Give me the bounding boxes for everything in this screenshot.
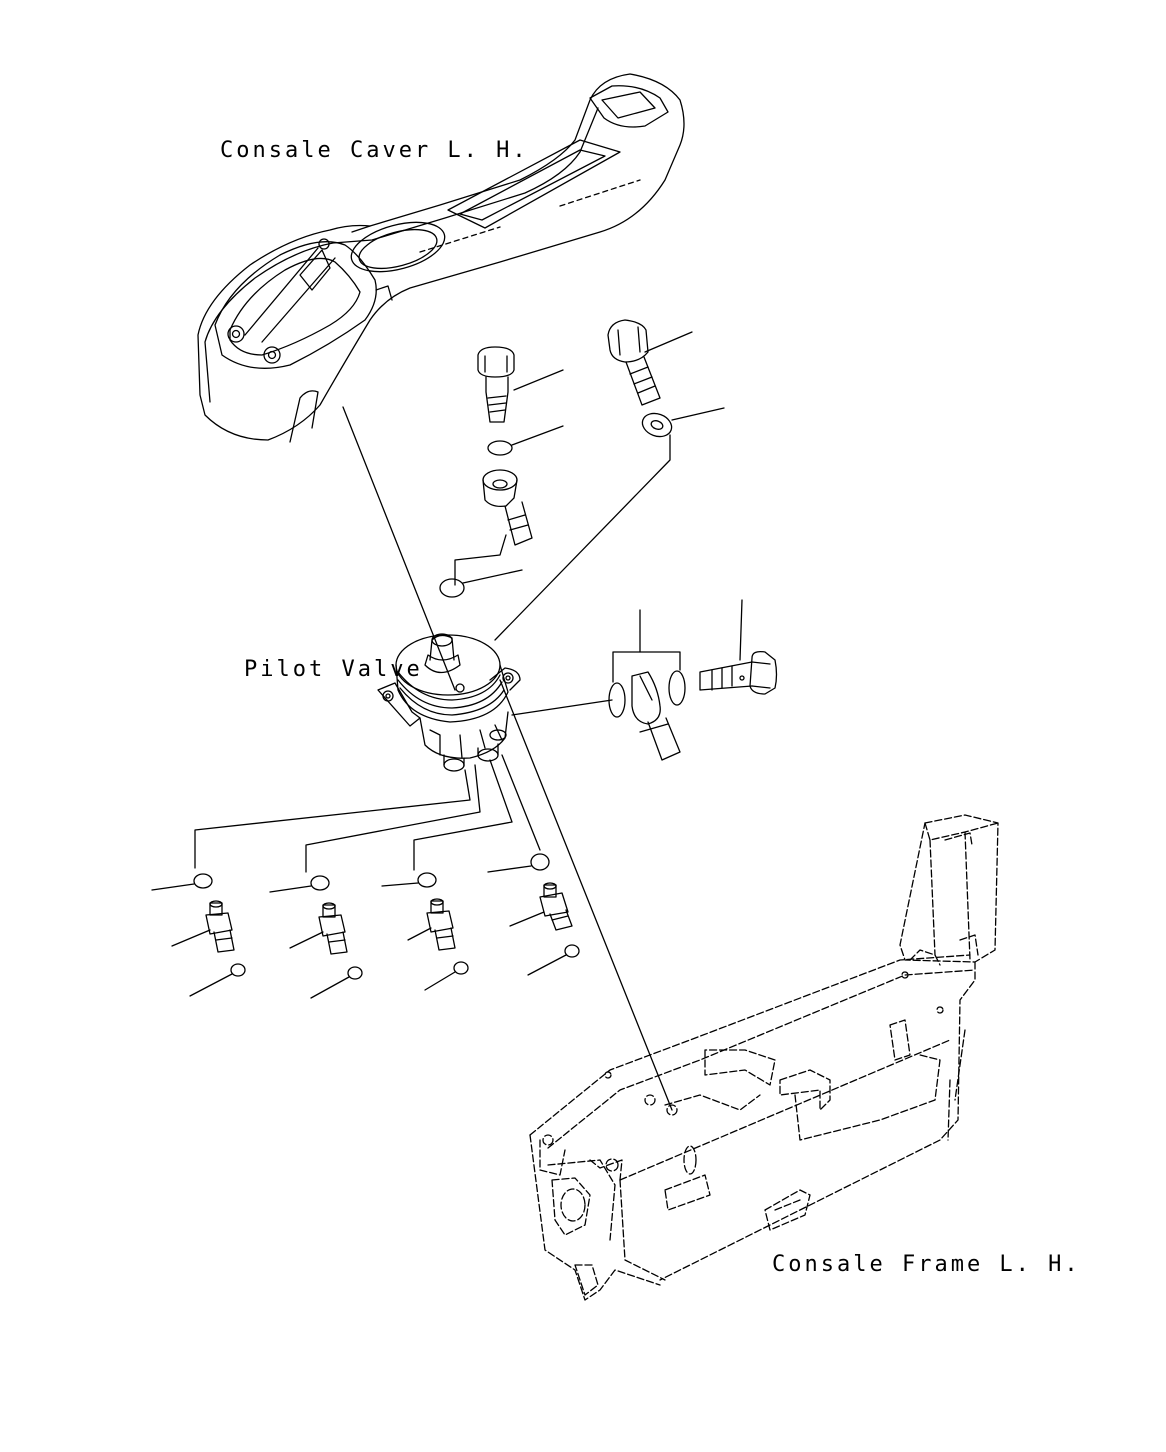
console-frame-label: Consale Frame L. H.: [772, 1252, 1081, 1277]
bolt-large: [608, 320, 692, 405]
washer-right: [495, 408, 724, 640]
hollow-bolt: [478, 347, 563, 422]
pilot-valve: [378, 634, 520, 771]
elbow-fitting: [609, 610, 685, 760]
port-leaders: [195, 755, 540, 872]
console-frame: [530, 815, 998, 1300]
pilot-valve-label: Pilot Valve: [244, 657, 423, 682]
connector-2: [290, 903, 347, 954]
port-orings-top: [152, 854, 549, 892]
connector-4: [510, 883, 572, 930]
leader-cover: [343, 407, 455, 690]
connector-3: [408, 899, 455, 950]
leader-frame: [500, 680, 672, 1110]
port-orings-bottom: [190, 945, 579, 998]
washer-upper: [488, 426, 563, 455]
connector-1: [172, 901, 234, 952]
console-cover: [198, 74, 684, 442]
o-ring-middle: [440, 570, 522, 597]
leader-elbow: [512, 700, 612, 715]
bolt-horizontal: [700, 600, 777, 694]
console-cover-label: Consale Caver L. H.: [220, 138, 529, 163]
banjo-fitting: [455, 470, 532, 585]
